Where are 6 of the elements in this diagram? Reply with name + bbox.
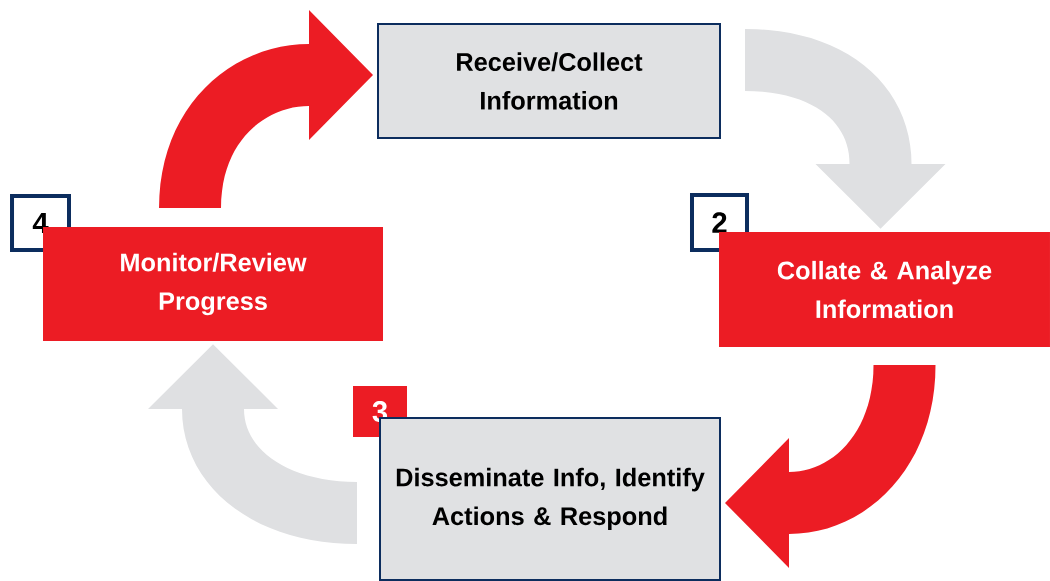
curved-arrow (148, 344, 357, 544)
process-box: Collate & Analyze Information (719, 232, 1050, 347)
process-box: Monitor/Review Progress (43, 227, 383, 341)
curved-arrow (745, 29, 946, 229)
process-box: Disseminate Info, Identify Actions & Respond (379, 417, 721, 581)
process-box: Receive/Collect Information (377, 23, 721, 139)
